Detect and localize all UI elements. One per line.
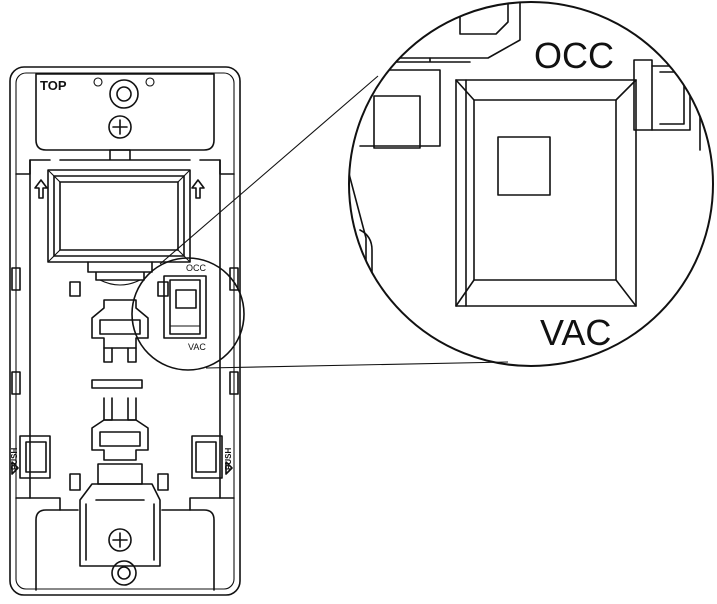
inner-tab — [157, 473, 169, 491]
occ-label-small: OCC — [186, 263, 207, 273]
vac-label-small: VAC — [188, 342, 206, 352]
upper-crossbar — [59, 149, 191, 161]
push-label-right: PUSH — [224, 448, 233, 470]
leader-line-lower — [205, 361, 509, 369]
bottom-clip — [79, 463, 161, 567]
center-bar — [91, 379, 143, 389]
right-side-tab — [229, 371, 239, 395]
callout-leaders — [131, 75, 509, 371]
inner-tab — [69, 281, 81, 297]
push-arrow-icon — [11, 461, 19, 475]
up-arrow-icon — [34, 179, 48, 199]
screw-icon — [108, 115, 132, 139]
right-side-tab — [229, 267, 239, 291]
inner-frame — [15, 72, 235, 590]
vac-label-large: VAC — [540, 312, 611, 353]
upper-left-shoulder — [15, 159, 51, 175]
hinge-spring — [99, 279, 141, 286]
bottom-mount-hole — [111, 560, 137, 586]
push-button-left[interactable]: PUSH — [10, 435, 51, 479]
push-button-right[interactable]: PUSH — [191, 435, 233, 479]
upper-right-shoulder — [199, 159, 235, 175]
screw-icon — [108, 528, 132, 552]
upper-center-clip — [91, 299, 149, 363]
top-mount-hole — [93, 77, 155, 109]
left-side-tab — [11, 371, 21, 395]
lower-center-clip — [91, 397, 149, 461]
up-arrow-icon — [191, 179, 205, 199]
switch-body: TOP — [9, 66, 241, 596]
leader-line-upper — [159, 75, 379, 265]
top-label: TOP — [40, 78, 67, 93]
top-yoke-tab — [35, 73, 215, 151]
lower-shoulder — [15, 497, 235, 511]
rocker-hinge — [87, 261, 153, 281]
bottom-yoke-tab — [35, 509, 215, 591]
occ-vac-switch-small: OCC VAC — [163, 263, 207, 352]
rocker-window — [47, 169, 191, 263]
push-arrow-icon — [225, 461, 233, 475]
large-callout-circle — [348, 1, 714, 367]
inner-tab — [157, 281, 169, 297]
inner-tab — [69, 473, 81, 491]
outer-frame — [9, 66, 241, 596]
push-label-left: PUSH — [10, 448, 19, 470]
magnified-detail: OCC VAC — [348, 1, 714, 367]
left-side-tab — [11, 267, 21, 291]
small-callout-circle — [131, 257, 245, 371]
occ-label-large: OCC — [534, 35, 614, 76]
switch-indicator — [497, 136, 551, 196]
